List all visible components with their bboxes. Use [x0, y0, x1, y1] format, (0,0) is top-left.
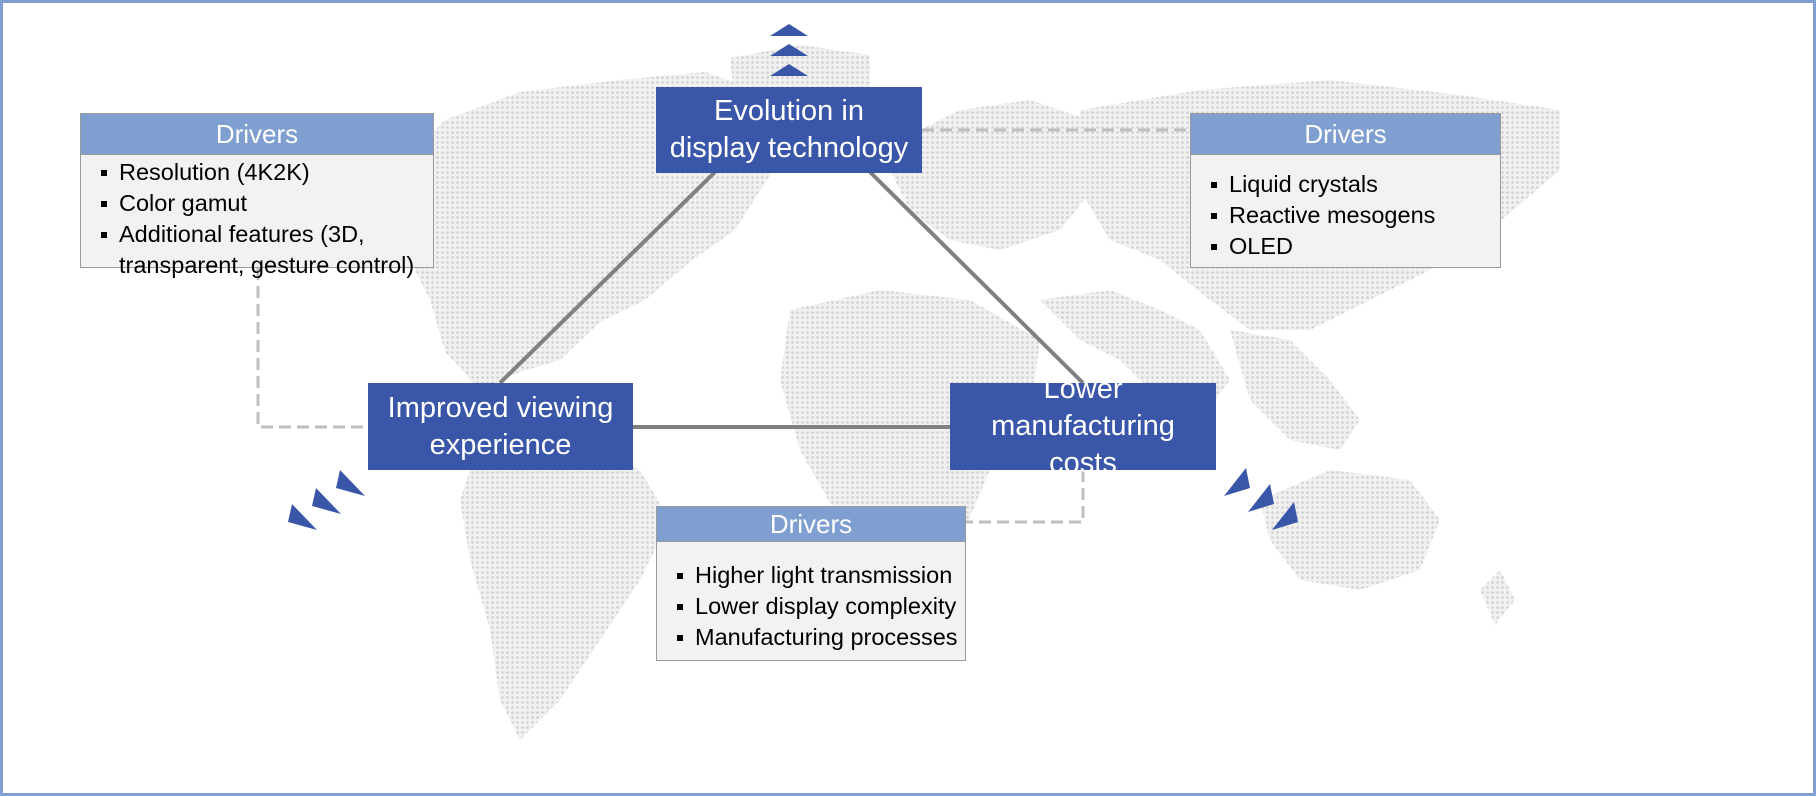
- driver-item: Liquid crystals: [1191, 169, 1500, 200]
- driver-item: Additional features (3D, transparent, ge…: [81, 219, 433, 281]
- drivers-box-costs: Drivers Higher light transmission Lower …: [656, 506, 966, 661]
- arrow-down-left-icon: [288, 470, 365, 530]
- continent-europe: [890, 100, 1100, 250]
- node-evolution-display-technology: Evolution in display technology: [656, 87, 922, 173]
- continent-south-america: [460, 430, 670, 740]
- node-lower-costs-label: Lower manufacturing costs: [991, 373, 1175, 479]
- connector-top-right: [868, 170, 1085, 385]
- driver-item: Color gamut: [81, 188, 433, 219]
- dashed-link-top-left-driver: [256, 268, 368, 429]
- driver-item: Manufacturing processes: [657, 622, 965, 653]
- continent-se-asia: [1230, 330, 1360, 450]
- drivers-box-viewing-list: Resolution (4K2K) Color gamut Additional…: [81, 155, 433, 281]
- driver-item: Resolution (4K2K): [81, 157, 433, 188]
- drivers-box-technology: Drivers Liquid crystals Reactive mesogen…: [1190, 113, 1501, 268]
- continent-australia: [1260, 470, 1440, 590]
- driver-item: Reactive mesogens: [1191, 200, 1500, 231]
- continent-africa: [780, 290, 1040, 650]
- drivers-box-costs-list: Higher light transmission Lower display …: [657, 542, 965, 653]
- node-improved-viewing-experience: Improved viewing experience: [368, 383, 633, 470]
- node-lower-manufacturing-costs: Lower manufacturing costs: [950, 373, 1216, 479]
- node-improved-viewing-label: Improved viewing experience: [387, 391, 614, 461]
- driver-item: Lower display complexity: [657, 591, 965, 622]
- drivers-box-technology-list: Liquid crystals Reactive mesogens OLED: [1191, 155, 1500, 262]
- node-evolution-label: Evolution in display technology: [669, 95, 909, 164]
- drivers-box-technology-title: Drivers: [1191, 114, 1500, 155]
- connector-top-left: [498, 170, 717, 385]
- drivers-box-costs-title: Drivers: [657, 507, 965, 542]
- driver-item: OLED: [1191, 231, 1500, 262]
- drivers-box-viewing: Drivers Resolution (4K2K) Color gamut Ad…: [80, 113, 434, 278]
- drivers-box-viewing-title: Drivers: [81, 114, 433, 155]
- continent-new-zealand: [1480, 570, 1515, 625]
- arrow-up-icon: [770, 24, 808, 76]
- driver-item: Higher light transmission: [657, 560, 965, 591]
- dashed-link-bottom-driver: [966, 470, 1085, 524]
- arrow-down-right-icon: [1224, 468, 1298, 530]
